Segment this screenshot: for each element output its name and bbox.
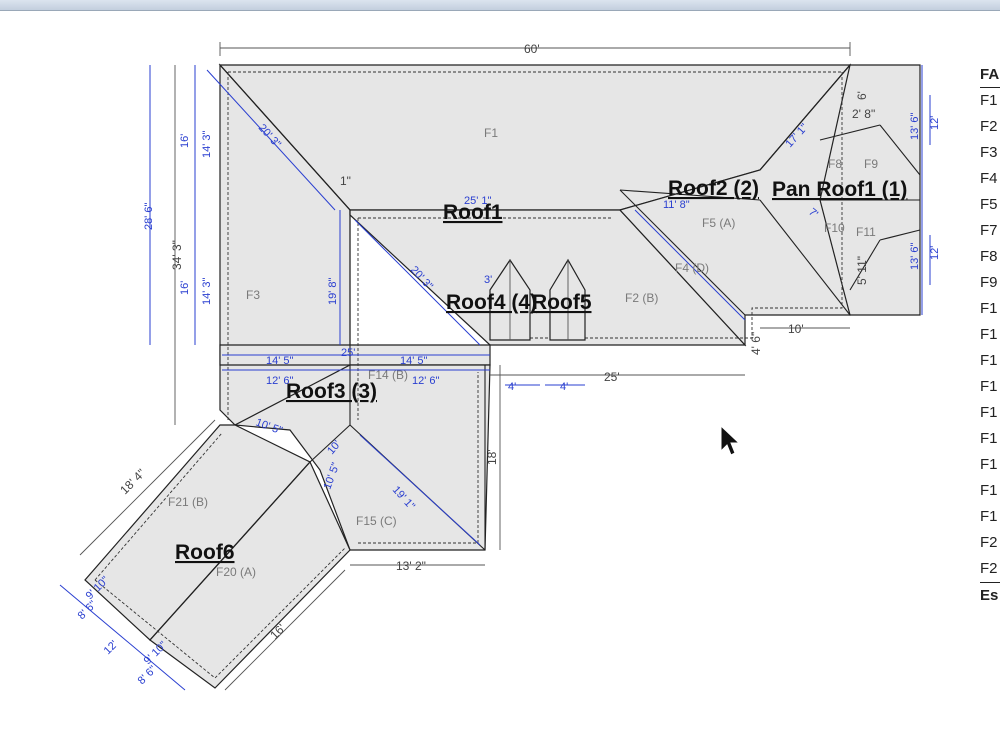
facet-label: F21 (B): [168, 495, 208, 509]
dim-label: 12': [102, 638, 121, 657]
facet-labels: F1 F2 (B) F3 F4 (D) F5 (A) F8 F9 F10 F11…: [168, 126, 878, 579]
dim-label: 60': [524, 42, 540, 56]
dim-label: 1": [340, 174, 351, 188]
dim-label: 18': [485, 449, 499, 465]
facet-table-row[interactable]: F1: [980, 508, 998, 525]
dim-label: 25' 1": [464, 195, 492, 207]
facet-table-footer: Es: [980, 582, 1000, 609]
facet-label: F14 (B): [368, 368, 408, 382]
roof-label: Roof4 (4): [446, 291, 537, 314]
facet-label: F3: [246, 288, 260, 302]
facet-label: F9: [864, 157, 878, 171]
dim-label: 4' 6": [749, 332, 763, 355]
dim-label: 13' 2": [396, 559, 426, 573]
facet-table-row[interactable]: F1: [980, 300, 998, 317]
dim-label: 3': [484, 274, 492, 286]
dim-label: 25': [604, 370, 620, 384]
dim-label: 14' 5": [266, 355, 294, 367]
facet-label: F8: [828, 157, 842, 171]
dim-label: 34' 3": [170, 240, 184, 270]
dim-label: 16': [179, 134, 191, 148]
dim-label: 14' 3": [201, 277, 213, 305]
facet-f15[interactable]: [232, 364, 491, 551]
mouse-cursor-icon: [720, 425, 740, 456]
facet-table-row[interactable]: F8: [980, 248, 998, 265]
facet-table-row[interactable]: F9: [980, 274, 998, 291]
facet-f8[interactable]: [819, 64, 921, 316]
dim-label: 5' 11": [855, 256, 869, 285]
facet-label: F11: [856, 225, 876, 239]
window-title-bar: [0, 0, 1000, 11]
facet-label: F4 (D): [675, 261, 709, 275]
facet-table-header: FA: [980, 62, 1000, 88]
dim-label: 14' 5": [400, 355, 428, 367]
facet-table-row[interactable]: F2: [980, 534, 998, 551]
dim-label: 4': [560, 381, 568, 393]
dim-label: 14' 3": [201, 130, 213, 158]
facet-table-row[interactable]: F1: [980, 456, 998, 473]
facet-table-row[interactable]: F2: [980, 118, 998, 135]
dim-label: 25': [341, 347, 355, 359]
facet-label: F15 (C): [356, 514, 397, 528]
facet-table-row[interactable]: F7: [980, 222, 998, 239]
facet-table-row[interactable]: F5: [980, 196, 998, 213]
dim-label: 18' 4": [117, 466, 148, 497]
dim-label: 13' 6": [909, 242, 921, 270]
roof-label: Roof2 (2): [668, 177, 759, 200]
roof-labels: Roof1 Roof2 (2) Pan Roof1 (1) Roof3 (3) …: [175, 177, 907, 564]
dim-label: 12': [929, 116, 941, 130]
roof-label: Roof5: [532, 291, 592, 314]
dim-label: 2' 8": [852, 107, 875, 121]
facet-table-row[interactable]: F1: [980, 378, 998, 395]
facet-table-row[interactable]: F2: [980, 560, 998, 577]
dormers[interactable]: [489, 258, 586, 341]
facet-label: F1: [484, 126, 498, 140]
dim-label: 12' 6": [412, 375, 440, 387]
dim-label: 11' 8": [663, 199, 690, 211]
facet-label: F20 (A): [216, 565, 256, 579]
facet-table-row[interactable]: F1: [980, 404, 998, 421]
facet-table-row[interactable]: F1: [980, 430, 998, 447]
dimension-lines: [59, 42, 931, 691]
eave-lines: [94, 71, 843, 679]
dim-label: 12': [929, 246, 941, 260]
facet-table-row[interactable]: F1: [980, 482, 998, 499]
facet-label: F10: [824, 221, 845, 235]
roof-label: Roof3 (3): [286, 380, 377, 403]
roof-label: Roof1: [443, 201, 503, 224]
dim-label: 12' 6": [266, 375, 294, 387]
facet-table-row[interactable]: F4: [980, 170, 998, 187]
facet-label: F2 (B): [625, 291, 658, 305]
dim-label: 16': [179, 281, 191, 295]
roof-label: Pan Roof1 (1): [772, 178, 907, 201]
roof-label: Roof6: [175, 541, 235, 564]
dim-label: 13' 6": [909, 112, 921, 140]
facet-table-row[interactable]: F1: [980, 352, 998, 369]
dim-label: 10': [788, 322, 804, 336]
dim-label: 19' 8": [327, 277, 339, 305]
dim-label: 8' 6": [76, 599, 100, 623]
dim-label: 28' 6": [143, 202, 155, 230]
dim-label: 6': [855, 91, 869, 100]
facet-table-row[interactable]: F3: [980, 144, 998, 161]
dim-label: 4': [508, 381, 516, 393]
facet-table-row[interactable]: F1: [980, 326, 998, 343]
facet-table-row[interactable]: F1: [980, 92, 998, 109]
dim-label: 8' 6": [136, 664, 160, 688]
facet-label: F5 (A): [702, 216, 735, 230]
